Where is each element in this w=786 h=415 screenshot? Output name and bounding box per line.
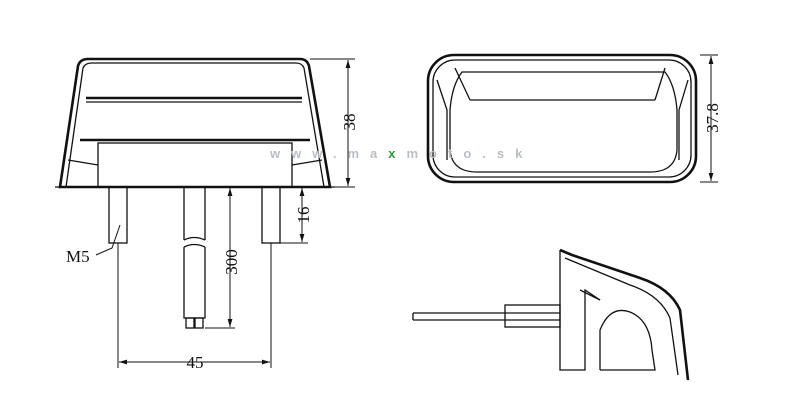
watermark-prefix: www.ma [270,146,389,161]
thread-label: M5 [66,247,90,266]
dim-16-label: 16 [294,207,313,224]
dimension-lines [95,54,718,368]
watermark-suffix: moto.sk [406,146,534,161]
right-stud [261,186,281,244]
watermark: www.maxmoto.sk [270,146,533,161]
dim-45-label: 45 [187,353,204,372]
dim-37-8-label: 37.8 [703,103,722,133]
dim-300-label: 300 [222,249,241,275]
cable [183,187,206,319]
watermark-highlight: x [388,146,407,161]
dim-38-label: 38 [340,114,359,131]
front-view [55,57,335,329]
top-view [426,53,698,184]
side-view [412,248,690,381]
left-stud [108,186,128,244]
